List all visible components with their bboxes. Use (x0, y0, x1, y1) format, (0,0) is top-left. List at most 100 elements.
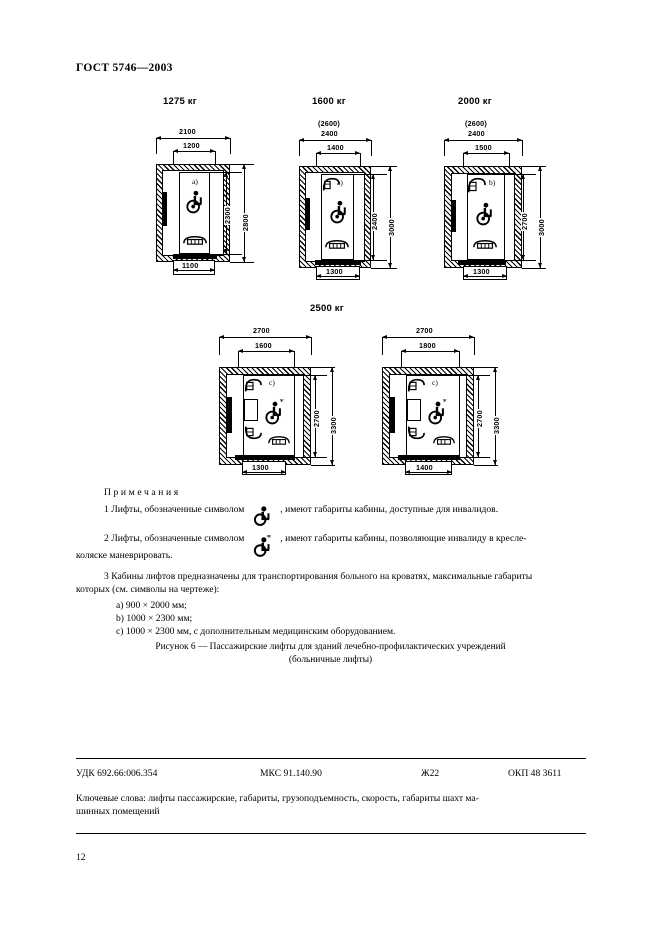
dim-line-cabin-width (238, 351, 294, 352)
dim-arrow (504, 150, 509, 155)
dim-arrow (289, 348, 294, 353)
note-2-text-before: 2 Лифты, обозначенные символом (104, 533, 245, 545)
mks-code: МКС 91.140.90 (260, 768, 322, 779)
dim-line-shaft-width (382, 337, 474, 338)
classification-codes-row: УДК 692.66:006.354 МКС 91.140.90 Ж22 ОКП… (76, 768, 586, 782)
keywords-line-2: шинных помещений (76, 805, 160, 817)
okp-code: ОКП 48 3611 (508, 768, 562, 779)
dim-line-cabin-width (401, 351, 459, 352)
dim-arrow (463, 150, 468, 155)
dim-arrow (281, 469, 286, 474)
wheelchair-icon (476, 202, 492, 226)
dim-line-cabin-width (316, 153, 360, 154)
bed-size-list: a) 900 × 2000 мм; b) 1000 × 2300 мм; c) … (116, 599, 586, 639)
list-item: c) 1000 × 2300 мм, с дополнительным меди… (116, 626, 396, 638)
dim-label-door-width: 1300 (251, 463, 270, 472)
dim-tick (463, 153, 464, 167)
dim-arrow (223, 172, 228, 177)
dim-arrow (312, 452, 317, 457)
wheelchair-icon (251, 506, 273, 526)
dim-arrow (306, 334, 311, 339)
dim-tick (371, 268, 397, 269)
keywords-block: Ключевые слова: лифты пассажирские, габа… (76, 793, 588, 819)
dim-arrow (469, 334, 474, 339)
dim-arrow (405, 469, 410, 474)
dim-line-door-width (405, 472, 452, 473)
dim-label-shaft-width: 2400 (320, 129, 339, 138)
door-sill (398, 455, 460, 460)
dim-label-door-width: 1100 (181, 261, 200, 270)
dim-arrow (219, 334, 224, 339)
dim-arrow (475, 452, 480, 457)
dim-label-cabin-width: 1500 (474, 143, 493, 152)
dim-label-cabin-width: 1800 (418, 341, 437, 350)
dim-line-shaft-depth (244, 164, 245, 262)
svg-text:*: * (280, 399, 284, 407)
dim-arrow (223, 249, 228, 254)
note-3-line-1: 3 Кабины лифтов предназначены для трансп… (104, 571, 533, 583)
dim-line-shaft-width (156, 138, 230, 139)
dim-arrow (370, 255, 375, 260)
figure-caption: Рисунок 6 — Пассажирские лифты для здани… (0, 641, 661, 666)
bed-type-mark: c) (269, 378, 275, 387)
note-1: 1 Лифты, обозначенные символом , имеют г… (76, 501, 586, 526)
hospital-bed-icon (268, 436, 290, 445)
hospital-bed-icon (244, 378, 262, 392)
note-1-text-before: 1 Лифты, обозначенные символом (104, 504, 245, 516)
dim-arrow (156, 135, 161, 140)
dim-tick (215, 151, 216, 165)
dim-arrow (366, 137, 371, 142)
dim-label-shaft-depth: 3000 (387, 218, 396, 237)
dim-arrow (355, 273, 360, 278)
page-number: 12 (76, 852, 86, 863)
door-sill (315, 260, 361, 265)
notes-title: Примечания (104, 487, 181, 498)
svg-text:*: * (443, 399, 447, 407)
dim-arrow (241, 164, 246, 169)
dim-label-shaft-width-alt: (2600) (317, 119, 341, 128)
counterweight (390, 397, 395, 433)
hospital-bed-icon (183, 236, 207, 245)
bed-type-mark: a) (192, 177, 198, 186)
udk-code: УДК 692.66:006.354 (76, 768, 158, 779)
dim-arrow (241, 257, 246, 262)
dim-line-shaft-depth (332, 367, 333, 465)
capacity-title-1600: 1600 кг (312, 96, 346, 107)
dim-arrow (520, 174, 525, 179)
hospital-bed-icon (407, 426, 425, 440)
dim-arrow (238, 348, 243, 353)
wheelchair-icon (330, 200, 346, 224)
medical-equipment (407, 399, 421, 421)
dim-tick (460, 457, 490, 458)
capacity-title-2000: 2000 кг (458, 96, 492, 107)
door-sill (458, 260, 506, 265)
wheelchair-star-icon: * (265, 399, 284, 425)
dim-label-shaft-depth: 2800 (241, 213, 250, 232)
dim-label-door-width: 1300 (325, 267, 344, 276)
dim-tick (238, 351, 239, 367)
note-2-text-after: , имеют габариты кабины, позволяющие инв… (280, 533, 527, 545)
dim-tick (474, 367, 498, 368)
dim-arrow (520, 255, 525, 260)
dim-line-shaft-width (219, 337, 311, 338)
dim-label-shaft-width: 2100 (178, 127, 197, 136)
dim-label-shaft-depth: 3000 (537, 218, 546, 237)
dim-arrow (355, 150, 360, 155)
dim-label-shaft-width-alt: (2600) (464, 119, 488, 128)
dim-tick (299, 140, 300, 156)
dim-line-door-width (463, 276, 507, 277)
dim-arrow (316, 150, 321, 155)
dim-line-door-width (173, 270, 215, 271)
dim-label-shaft-width: 2700 (252, 326, 271, 335)
dim-tick (474, 337, 475, 355)
dim-arrow (517, 137, 522, 142)
dim-tick (401, 351, 402, 367)
door-sill (173, 254, 217, 259)
hospital-bed-icon (325, 240, 349, 249)
counterweight (227, 397, 232, 433)
capacity-title-1275: 1275 кг (163, 96, 197, 107)
counterweight (162, 192, 167, 226)
lift-diagram-2500-b: 2700 1800 c) * (368, 325, 528, 485)
bed-type-mark: a) (337, 178, 343, 187)
